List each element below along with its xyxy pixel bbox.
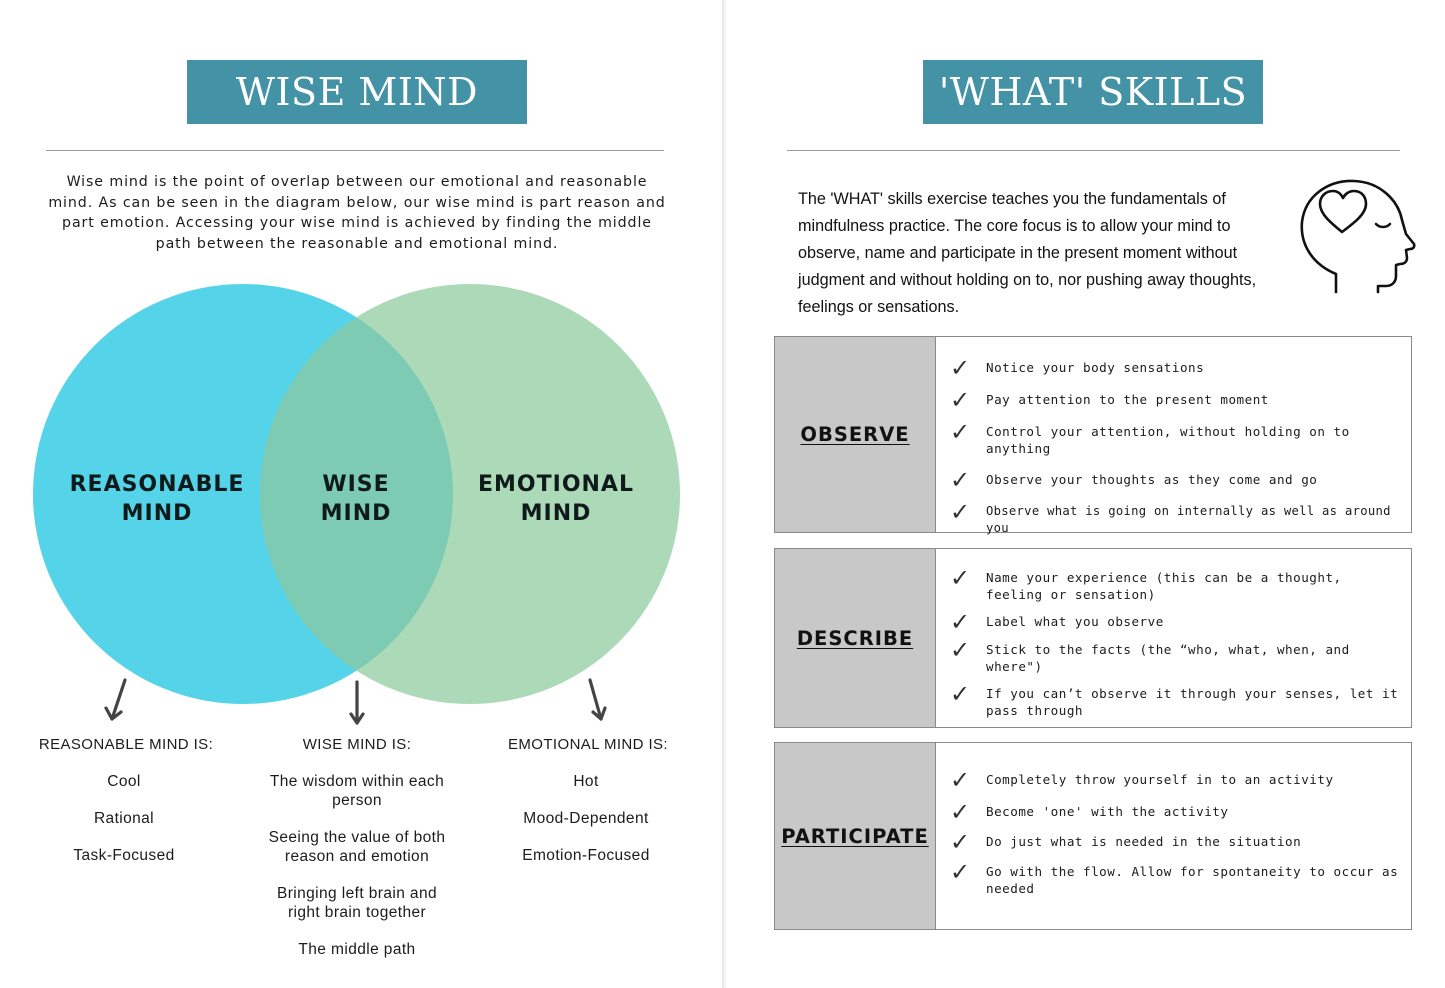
list-item: Bringing left brain and right brain toge… [277, 885, 437, 921]
list-item: ✓Completely throw yourself in to an acti… [950, 766, 1334, 794]
checkmark-icon: ✓ [950, 608, 971, 636]
venn-diagram [33, 284, 680, 704]
checkmark-icon: ✓ [950, 354, 971, 382]
checkmark-icon: ✓ [950, 766, 971, 794]
arrow-down-icon [588, 678, 607, 721]
skill-label-cell: OBSERVE [775, 337, 935, 532]
skill-items-box: ✓Name your experience (this can be a tho… [935, 549, 1411, 727]
emotional-mind-column-title: EMOTIONAL MIND IS: [508, 736, 668, 753]
list-item: ✓Become 'one' with the activity [950, 798, 1229, 826]
arrow-down-icon [349, 680, 365, 725]
skill-label-cell: DESCRIBE [775, 549, 935, 727]
list-item: The middle path [298, 941, 416, 958]
wise-mind-title: WISE MIND [187, 60, 527, 124]
what-skills-title: 'WHAT' SKILLS [923, 60, 1263, 124]
list-item: Rational [93, 810, 155, 827]
wise-mind-list: The wisdom within each person Seeing the… [262, 772, 452, 977]
checkmark-icon: ✓ [950, 564, 971, 592]
checkmark-icon: ✓ [950, 636, 971, 664]
list-item: ✓Do just what is needed in the situation [950, 828, 1302, 856]
list-item: Emotion-Focused [522, 847, 650, 864]
right-divider [787, 150, 1400, 151]
list-item: ✓Go with the flow. Allow for spontaneity… [950, 858, 1399, 896]
arrows [104, 678, 607, 725]
list-item: ✓Label what you observe [950, 608, 1164, 636]
checkmark-icon: ✓ [950, 418, 971, 446]
skill-name: DESCRIBE [796, 626, 914, 650]
reasonable-mind-label: REASONABLE MIND [69, 472, 245, 526]
skill-name: PARTICIPATE [781, 824, 929, 848]
participate-list: ✓Completely throw yourself in to an acti… [950, 766, 1405, 897]
what-skills-intro: The 'WHAT' skills exercise teaches you t… [798, 190, 1257, 316]
list-item: Mood-Dependent [523, 810, 649, 827]
list-item: ✓Pay attention to the present moment [950, 386, 1269, 414]
left-page: WISE MIND Wise mind is the point of over… [0, 0, 722, 988]
checkmark-icon: ✓ [950, 828, 971, 856]
checkmark-icon: ✓ [950, 466, 971, 494]
list-item: ✓Control your attention, without holding… [950, 418, 1350, 456]
wise-mind-overlap [260, 284, 453, 704]
list-item: ✓Notice your body sensations [950, 354, 1205, 382]
page-gutter [722, 0, 726, 988]
wise-mind-column-title: WISE MIND IS: [302, 736, 412, 753]
checkmark-icon: ✓ [950, 798, 971, 826]
list-item: ✓Observe what is going on internally as … [950, 498, 1391, 535]
list-item: Hot [573, 773, 599, 790]
head-heart-icon [1300, 179, 1416, 294]
emotional-mind-list: Hot Mood-Dependent Emotion-Focused [496, 772, 676, 883]
wise-mind-intro: Wise mind is the point of overlap betwee… [48, 174, 666, 252]
observe-list: ✓Notice your body sensations ✓Pay attent… [950, 354, 1405, 537]
checkmark-icon: ✓ [950, 386, 971, 414]
list-item: ✓If you can’t observe it through your se… [950, 680, 1399, 718]
list-item: Cool [107, 773, 141, 790]
skill-describe: DESCRIBE ✓Name your experience (this can… [774, 548, 1412, 728]
list-item: ✓Stick to the facts (the “who, what, whe… [950, 636, 1350, 674]
skill-items-box: ✓Notice your body sensations ✓Pay attent… [935, 337, 1411, 535]
wise-mind-label: WISE MIND [320, 472, 392, 526]
checkmark-icon: ✓ [950, 498, 971, 526]
list-item: ✓Observe your thoughts as they come and … [950, 466, 1318, 494]
left-divider [46, 150, 664, 151]
list-item: Task-Focused [73, 847, 175, 864]
arrow-down-icon [104, 678, 127, 721]
checkmark-icon: ✓ [950, 858, 971, 886]
checkmark-icon: ✓ [950, 680, 971, 708]
skill-name: OBSERVE [800, 423, 910, 446]
list-item: Seeing the value of both reason and emot… [268, 829, 446, 865]
skill-label-cell: PARTICIPATE [775, 743, 935, 929]
reasonable-mind-column-title: REASONABLE MIND IS: [38, 736, 214, 753]
skill-items-box: ✓Completely throw yourself in to an acti… [935, 743, 1411, 929]
reasonable-mind-list: Cool Rational Task-Focused [34, 772, 214, 883]
emotional-mind-label: EMOTIONAL MIND [478, 472, 634, 526]
list-item: ✓Name your experience (this can be a tho… [950, 564, 1342, 602]
list-item: The wisdom within each person [269, 773, 445, 809]
skill-observe: OBSERVE ✓Notice your body sensations ✓Pa… [774, 336, 1412, 535]
describe-list: ✓Name your experience (this can be a tho… [950, 564, 1405, 719]
skill-participate: PARTICIPATE ✓Completely throw yourself i… [774, 742, 1412, 930]
